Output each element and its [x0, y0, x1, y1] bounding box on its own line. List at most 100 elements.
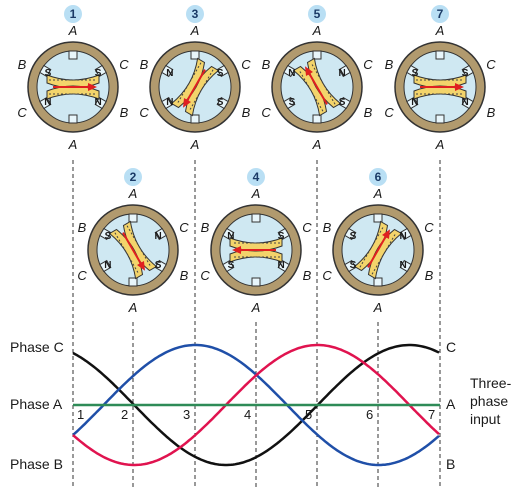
rotor-poles	[170, 57, 220, 117]
pole-letter: S	[228, 260, 235, 271]
rotor-poles	[413, 74, 467, 100]
pole-hatch	[176, 62, 202, 105]
terminal-upper-right: C	[363, 57, 373, 72]
stator-tooth	[99, 227, 112, 241]
stator-tooth	[161, 96, 174, 110]
stator-tooth	[251, 277, 261, 287]
step-badge-1	[64, 5, 82, 23]
input-label-line-2: phase	[470, 393, 508, 409]
tick-label-5: 5	[305, 407, 312, 422]
step-badge-5	[308, 5, 326, 23]
terminal-lower-right: B	[487, 105, 496, 120]
step-number-1: 1	[70, 7, 77, 21]
terminal-upper-left: B	[18, 57, 27, 72]
field-arrow	[183, 69, 206, 108]
pole-letter: N	[227, 231, 234, 242]
stator-tooth	[68, 114, 78, 124]
field-arrow-head	[305, 66, 313, 77]
stator-tooth	[161, 64, 174, 78]
terminal-top: A	[435, 23, 445, 38]
stator-tooth	[222, 259, 235, 273]
terminal-bottom: A	[312, 137, 322, 152]
terminal-lower-left: C	[200, 268, 210, 283]
tick-label-2: 2	[121, 407, 128, 422]
pole-letter: S	[412, 68, 419, 79]
stator-tooth	[216, 64, 229, 78]
field-arrow-shaft	[185, 69, 206, 104]
tick-label-1: 1	[77, 407, 84, 422]
tick-label-3: 3	[183, 407, 190, 422]
terminal-upper-right: C	[424, 220, 434, 235]
pole-letter: N	[166, 97, 173, 108]
rotor-poles	[353, 220, 403, 280]
terminal-lower-left: C	[384, 105, 394, 120]
stator-tooth	[68, 50, 78, 60]
stator-tooth	[99, 259, 112, 273]
terminal-upper-left: B	[201, 220, 210, 235]
step-badge-2	[124, 168, 142, 186]
stator-tooth	[154, 259, 167, 273]
terminal-lower-right: B	[303, 268, 312, 283]
pole-letter: S	[350, 260, 357, 271]
field-arrow	[367, 229, 390, 268]
field-arrow-shaft	[367, 233, 388, 268]
phase-a-end-label: A	[446, 396, 456, 412]
stator-tooth	[39, 96, 52, 110]
step-number-2: 2	[130, 170, 137, 184]
pole-letter: S	[350, 231, 357, 242]
terminal-upper-right: C	[119, 57, 129, 72]
tick-label-7: 7	[428, 407, 435, 422]
step-number-5: 5	[314, 7, 321, 21]
field-arrow-shaft	[122, 232, 143, 267]
stator-tooth	[94, 96, 107, 110]
terminal-bottom: A	[128, 300, 138, 315]
terminal-lower-left: C	[139, 105, 149, 120]
stator-tooth	[128, 213, 138, 223]
stator-tooth	[283, 64, 296, 78]
stator-tooth	[373, 277, 383, 287]
terminal-lower-left: C	[322, 268, 332, 283]
rotor-poles	[108, 220, 158, 280]
stator-tooth	[373, 213, 383, 223]
terminal-bottom: A	[373, 300, 383, 315]
stator-tooth	[39, 64, 52, 78]
pole-letter: N	[277, 260, 284, 271]
step-badge-4	[247, 168, 265, 186]
stator-tooth	[216, 96, 229, 110]
terminal-upper-left: B	[140, 57, 149, 72]
stator-tooth	[435, 114, 445, 124]
terminal-lower-right: B	[364, 105, 373, 120]
stator-tooth	[338, 96, 351, 110]
input-label-line-3: input	[470, 411, 500, 427]
pole-letter: S	[462, 68, 469, 79]
field-arrow-head	[137, 260, 145, 271]
tick-label-4: 4	[244, 407, 251, 422]
terminal-bottom: A	[190, 137, 200, 152]
stator-tooth	[277, 259, 290, 273]
pole-letter: S	[105, 231, 112, 242]
terminal-lower-right: B	[425, 268, 434, 283]
terminal-upper-right: C	[486, 57, 496, 72]
pole-letter: N	[154, 231, 161, 242]
terminal-top: A	[190, 23, 200, 38]
phase-c-label: Phase C	[10, 339, 64, 355]
pole-letter: S	[289, 97, 296, 108]
pole-hatch	[359, 225, 385, 268]
phase-b-wave	[72, 343, 440, 467]
stator-tooth	[312, 114, 322, 124]
stator-tooth	[312, 50, 322, 60]
stator-tooth	[94, 64, 107, 78]
terminal-bottom: A	[251, 300, 261, 315]
field-arrow	[122, 232, 145, 271]
terminal-lower-left: C	[261, 105, 271, 120]
stator-tooth	[406, 96, 419, 110]
pole-letter: N	[411, 97, 418, 108]
terminal-top: A	[251, 186, 261, 201]
pole-letter: N	[399, 260, 406, 271]
